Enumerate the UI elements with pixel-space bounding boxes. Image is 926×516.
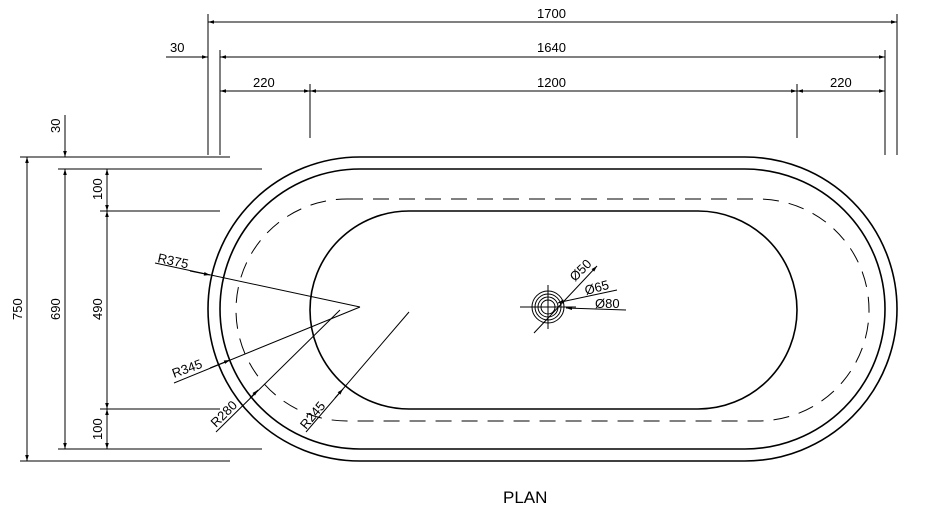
r245-leader: [305, 311, 410, 433]
outer-rim-outline: [207, 156, 898, 462]
dashed-outline: [235, 198, 870, 422]
drawing-title: PLAN: [503, 488, 547, 507]
dim-1640: 1640: [537, 40, 566, 55]
inner-rim-outline: [219, 168, 886, 450]
d65-label: Ø65: [583, 277, 611, 298]
dim-100-top: 100: [90, 178, 105, 200]
dim-750: 750: [10, 298, 25, 320]
dim-100-bottom: 100: [90, 418, 105, 440]
r375-leader: [154, 262, 361, 308]
dim-490: 490: [90, 298, 105, 320]
d65-leader: [560, 289, 618, 303]
top-dimensions: [166, 14, 898, 155]
left-dimensions: [20, 115, 262, 462]
r345-leader: [173, 306, 361, 384]
bowl-outline: [309, 210, 798, 410]
dim-220-left: 220: [253, 75, 275, 90]
d50-leader: [533, 265, 598, 334]
d80-label: Ø80: [595, 296, 620, 311]
dim-1700: 1700: [537, 6, 566, 21]
drain-symbol: [520, 285, 576, 329]
dim-220-right: 220: [830, 75, 852, 90]
r280-leader: [215, 309, 341, 433]
r245-label: R245: [297, 398, 328, 431]
r375-label: R375: [156, 250, 190, 271]
dim-690: 690: [48, 298, 63, 320]
dim-1200: 1200: [537, 75, 566, 90]
d80-leader: [565, 306, 627, 311]
dim-30-horizontal: 30: [170, 40, 184, 55]
r280-label: R280: [208, 398, 241, 431]
d50-label: Ø50: [567, 256, 595, 284]
r345-label: R345: [170, 356, 204, 381]
dim-30-vertical: 30: [48, 119, 63, 133]
